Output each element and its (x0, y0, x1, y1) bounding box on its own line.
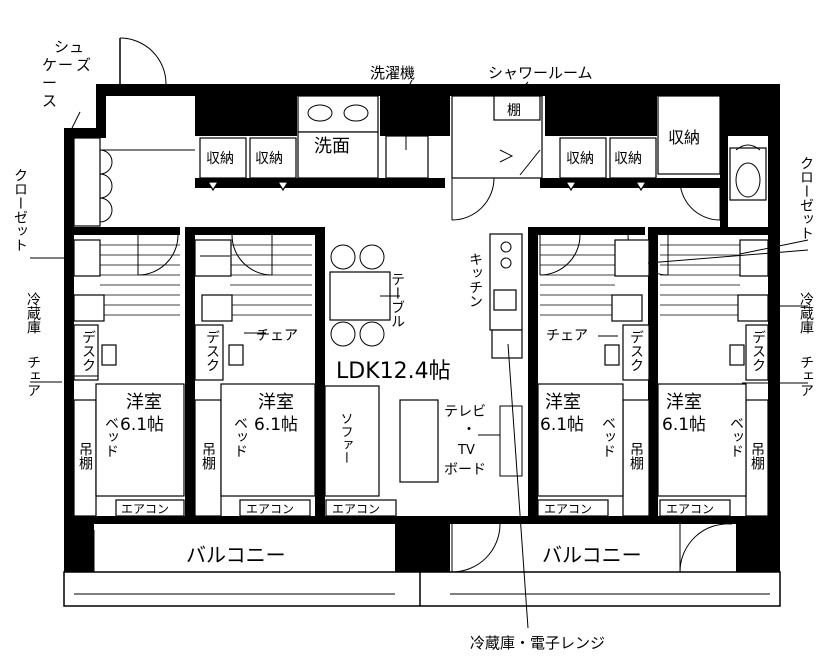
room-furniture (73, 239, 769, 517)
leader-lines (30, 79, 809, 384)
svg-text:TV: TV (457, 443, 475, 458)
storage-large (657, 95, 721, 175)
chair-label-left: チェア (25, 355, 41, 397)
svg-text:洋室: 洋室 (666, 392, 702, 413)
shoes-case-label: シュ ー ズ ケ ー ス (42, 38, 91, 110)
shower-room-label: シャワールーム (488, 64, 593, 82)
svg-text:6.1帖: 6.1帖 (120, 415, 164, 435)
desk-label-2: デスク (204, 330, 220, 372)
fridge-label-right: 冷蔵庫 (798, 292, 814, 334)
corridor-doors (451, 177, 721, 221)
svg-text:洋室: 洋室 (126, 392, 162, 413)
svg-text:ベッド: ベッド (728, 416, 744, 458)
svg-text:6.1帖: 6.1帖 (540, 415, 584, 435)
fridge-microwave-label: 冷蔵庫・電子レンジ (470, 634, 605, 652)
svg-text:ー: ー (58, 56, 73, 74)
shower-room (451, 95, 543, 179)
svg-text:エアコン: エアコン (121, 502, 169, 516)
aircons (115, 499, 731, 517)
walls (64, 84, 780, 572)
toilet (729, 144, 767, 201)
svg-text:ベッド: ベッド (600, 416, 616, 458)
svg-text:エアコン: エアコン (246, 502, 294, 516)
ldk-label: LDK12.4帖 (336, 359, 451, 384)
svg-text:吊棚: 吊棚 (200, 442, 216, 470)
desk-label-3: デスク (628, 330, 644, 372)
svg-text:洋室: 洋室 (545, 392, 581, 413)
chair-label-right: チェア (798, 355, 814, 397)
svg-text:エアコン: エアコン (332, 502, 380, 516)
aircon-labels: エアコン エアコン エアコン エアコン エアコン (121, 502, 714, 516)
storage-label-4: 収納 (614, 151, 642, 167)
svg-text:吊棚: 吊棚 (749, 442, 765, 470)
table-label: テーブル (389, 272, 405, 328)
corridor-storage (199, 137, 657, 192)
tv-board-label: テレビ ・ TV ボード (444, 404, 486, 478)
svg-text:ス: ス (42, 92, 57, 110)
entrance-door (119, 37, 167, 85)
washing-machine (385, 135, 429, 179)
svg-text:ベッド: ベッド (103, 416, 119, 458)
svg-text:ー: ー (42, 74, 57, 92)
washbasin-label: 洗面 (314, 136, 350, 157)
closet-label-left: クローゼット (12, 168, 28, 252)
hanging-shelf-labels: 吊棚 吊棚 吊棚 吊棚 (77, 442, 765, 470)
svg-text:シュ: シュ (54, 38, 84, 56)
closet-label-right: クローゼット (798, 156, 814, 240)
svg-text:テレビ: テレビ (444, 404, 486, 420)
svg-text:洋室: 洋室 (258, 392, 294, 413)
svg-text:・: ・ (462, 422, 476, 438)
svg-text:ボード: ボード (444, 462, 486, 478)
svg-text:ケ: ケ (42, 56, 57, 74)
shoe-case (73, 137, 195, 227)
svg-text:ベッド: ベッド (232, 416, 248, 458)
sofa-label: ソファー (338, 412, 353, 464)
washbasin-counter (297, 95, 379, 179)
desk-label-4: デスク (750, 330, 766, 372)
room-labels: 洋室 6.1帖 洋室 6.1帖 洋室 6.1帖 洋室 6.1帖 (120, 392, 706, 435)
fridge-label-left: 冷蔵庫 (25, 292, 41, 334)
kitchen-label: キッチン (467, 252, 483, 308)
chair-label-room3: チェア (546, 328, 588, 344)
washing-machine-label: 洗濯機 (370, 64, 415, 82)
balcony-label-left: バルコニー (186, 543, 286, 567)
desk-label-1: デスク (80, 330, 96, 372)
storage-label-1: 収納 (206, 151, 234, 167)
shelf-label: 棚 (507, 103, 521, 119)
balcony-outline (63, 530, 781, 607)
storage-label-2: 収納 (255, 151, 283, 167)
balcony-doors (451, 523, 733, 573)
chair-label-room2: チェア (256, 328, 298, 344)
svg-text:吊棚: 吊棚 (628, 442, 644, 470)
svg-text:6.1帖: 6.1帖 (662, 415, 706, 435)
balcony-label-right: バルコニー (542, 543, 642, 567)
storage-label-3: 収納 (566, 151, 594, 167)
svg-text:6.1帖: 6.1帖 (254, 415, 298, 435)
ldk-furniture (324, 233, 529, 629)
svg-text:エアコン: エアコン (666, 502, 714, 516)
svg-text:ズ: ズ (76, 56, 91, 74)
bed-labels: ベッド ベッド ベッド ベッド (103, 416, 744, 458)
storage-large-label: 収納 (668, 128, 700, 147)
svg-text:吊棚: 吊棚 (77, 442, 93, 470)
svg-text:エアコン: エアコン (544, 502, 592, 516)
